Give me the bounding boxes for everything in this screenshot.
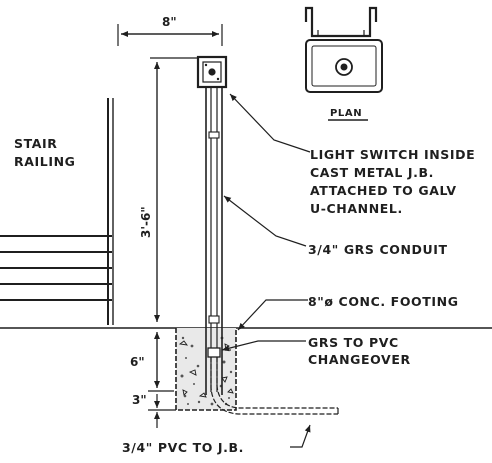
- changeover-leader: [221, 340, 306, 352]
- pvc-label: 3/4" PVC TO J.B.: [122, 440, 244, 455]
- switch-label-3: ATTACHED TO GALV: [310, 183, 457, 198]
- plan-view: [304, 6, 383, 93]
- post-height-dimension-label: 3'-6": [139, 206, 153, 238]
- post-height-dimension: [150, 57, 200, 322]
- conduit-label: 3/4" GRS CONDUIT: [308, 242, 448, 257]
- changeover-label-2: CHANGEOVER: [308, 352, 411, 367]
- junction-box: [196, 55, 228, 89]
- footing-label: 8"ø CONC. FOOTING: [308, 294, 459, 309]
- pvc-leader: [290, 424, 311, 448]
- u-channel-post: [205, 86, 223, 395]
- switch-label-1: LIGHT SWITCH INSIDE: [310, 147, 475, 162]
- depth-3-label: 3": [132, 393, 147, 407]
- switch-label-2: CAST METAL J.B.: [310, 165, 434, 180]
- grs-conduit: [208, 86, 220, 392]
- footing-leader: [237, 299, 308, 331]
- width-dimension-label: 8": [162, 15, 177, 29]
- plan-label: PLAN: [330, 108, 362, 119]
- stair-railing: [0, 98, 114, 325]
- changeover-label-1: GRS TO PVC: [308, 335, 399, 350]
- depth-dimensions: [148, 332, 176, 428]
- stair-railing-label-2: RAILING: [14, 154, 76, 169]
- switch-label-4: U-CHANNEL.: [310, 201, 403, 216]
- switch-leader: [229, 93, 311, 153]
- conduit-leader: [223, 195, 307, 247]
- pvc-changeover: [207, 347, 339, 415]
- width-dimension: [117, 24, 223, 46]
- depth-6-label: 6": [130, 355, 145, 369]
- stair-railing-label-1: STAIR: [14, 136, 58, 151]
